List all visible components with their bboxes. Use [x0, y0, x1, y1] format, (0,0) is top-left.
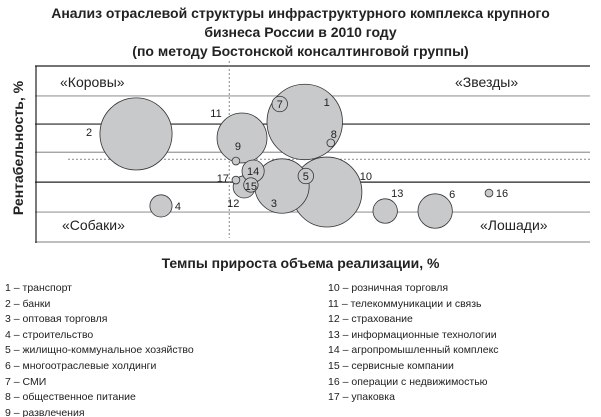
- bubble-label-13: 13: [391, 188, 403, 200]
- bubble-label-14: 14: [247, 166, 259, 178]
- bubble-11: [216, 112, 268, 164]
- bubble-13: [372, 198, 398, 224]
- bubble-1: [266, 83, 343, 161]
- legend-item: 8 – общественное питание: [5, 391, 136, 404]
- bubble-label-16: 16: [496, 188, 508, 200]
- legend-item: 13 – информационные технологии: [328, 328, 497, 341]
- bubble-label-9: 9: [235, 141, 241, 153]
- y-axis-label: Рентабельность, %: [10, 80, 26, 216]
- bubble-label-7: 7: [277, 99, 283, 111]
- legend-item: 10 – розничная торговля: [328, 282, 449, 294]
- legend-item: 5 – жилищно-коммунальное хозяйство: [5, 344, 194, 357]
- bubble-15: [243, 177, 259, 193]
- quadrant-label-top-right: «Звезды»: [455, 74, 518, 90]
- bubble-5: [297, 167, 315, 185]
- legend-item: 15 – сервисные компании: [328, 359, 454, 372]
- bubble-label-11: 11: [210, 108, 221, 120]
- bubble-17: [231, 175, 241, 185]
- bubble-label-3: 3: [271, 198, 277, 210]
- bubble-label-10: 10: [360, 171, 372, 183]
- bubble-7: [271, 95, 288, 113]
- bubble-label-15: 15: [245, 181, 257, 193]
- bubble-9: [231, 156, 241, 166]
- legend-item: 4 – строительство: [5, 328, 94, 341]
- legend-item: 6 – многоотраслевые холдинги: [5, 359, 157, 372]
- legend-item: 2 – банки: [5, 297, 51, 310]
- bubble-label-1: 1: [324, 97, 330, 109]
- chart-title-line-1: Анализ отраслевой структуры инфраструкту…: [51, 5, 550, 21]
- legend-item: 17 – упаковка: [328, 391, 395, 404]
- bubble-label-8: 8: [331, 129, 337, 141]
- legend-item: 12 – страхование: [328, 313, 413, 326]
- legend-item: 14 – агропромышленный комплекс: [328, 344, 499, 357]
- bubble-6: [417, 193, 453, 229]
- chart-title-line-3: (по методу Бостонской консалтинговой гру…: [132, 43, 469, 59]
- bubble-2: [99, 97, 173, 171]
- bubble-label-5: 5: [303, 171, 309, 183]
- chart-title-line-2: бизнеса России в 2010 году: [204, 24, 397, 40]
- legend-item: 1 – транспорт: [5, 282, 72, 294]
- x-axis-label: Темпы прироста объема реализации, %: [161, 255, 440, 271]
- legend-item: 9 – развлечения: [5, 406, 85, 417]
- legend-item: 16 – операции с недвижимостью: [328, 375, 488, 388]
- bubble-label-17: 17: [217, 173, 229, 185]
- bubble-label-4: 4: [175, 201, 181, 213]
- quadrant-label-bottom-left: «Собаки»: [62, 217, 125, 233]
- legend-item: 11 – телекоммуникации и связь: [328, 297, 482, 310]
- bubble-8: [326, 138, 336, 148]
- bubble-16: [484, 188, 494, 198]
- bubble-4: [149, 194, 173, 218]
- legend-column-1: 1 – транспорт 2 – банки 3 – оптовая торг…: [5, 281, 194, 417]
- legend-item: 7 – СМИ: [5, 375, 47, 388]
- legend-item: 3 – оптовая торговля: [5, 313, 108, 326]
- bubble-label-12: 12: [227, 198, 239, 210]
- quadrant-label-top-left: «Коровы»: [60, 74, 125, 90]
- bubble-label-6: 6: [449, 189, 455, 201]
- bubble-label-2: 2: [86, 127, 92, 139]
- legend-column-2: 10 – розничная торговля 11 – телекоммуни…: [328, 281, 499, 406]
- quadrant-label-bottom-right: «Лошади»: [480, 217, 548, 233]
